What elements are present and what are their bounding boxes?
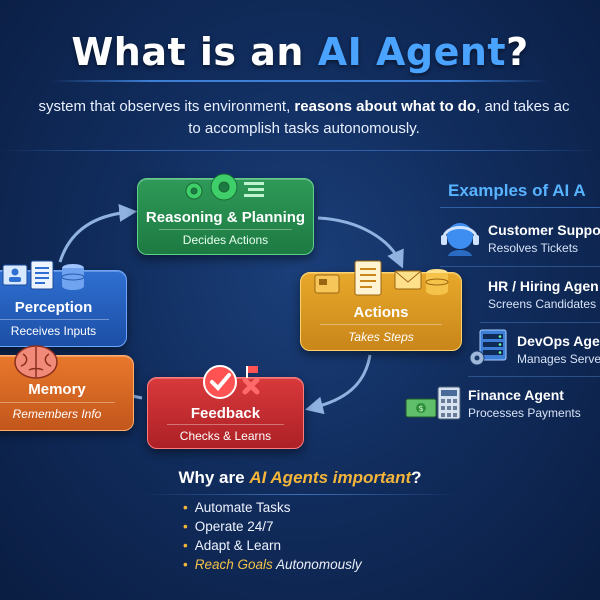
check-cross-icon [203, 365, 260, 399]
why-item-text: Automate Tasks [194, 500, 291, 515]
why-item-text: Adapt & Learn [194, 538, 282, 553]
example-desc: Screens Candidates [488, 297, 597, 311]
why-item: • Reach Goals Autonomously [183, 557, 362, 572]
arrow-perception-to-reasoning [58, 203, 138, 263]
card-separator [0, 319, 109, 320]
why-item: • Adapt & Learn [183, 538, 281, 553]
money-calculator-icon: $ [405, 386, 461, 420]
title-highlight: AI Agent [317, 30, 507, 74]
example-desc: Resolves Tickets [488, 241, 579, 255]
title-underline [50, 80, 550, 82]
server-icon [469, 329, 507, 366]
perception-card: Perception Receives Inputs [0, 260, 127, 347]
why-item-text: Operate 24/7 [194, 519, 274, 534]
perception-subtitle: Receives Inputs [10, 324, 97, 338]
card-separator [166, 424, 285, 425]
subtitle-bold: reasons about what to do [294, 98, 477, 115]
title-suffix: ? [506, 30, 529, 74]
subtitle-part-c: , and takes ac [476, 98, 570, 115]
arrow-reasoning-to-actions [317, 216, 404, 269]
example-item-hr-hiring: HR / Hiring Agen Screens Candidates [488, 278, 599, 311]
why-item-text: Autonomously [272, 557, 362, 572]
actions-subtitle: Takes Steps [348, 330, 414, 344]
why-item-highlight: Reach Goals [194, 557, 273, 572]
why-title-highlight: AI Agents important [249, 468, 412, 487]
actions-card: Actions Takes Steps [300, 260, 462, 351]
example-item-finance: Finance Agent Processes Payments [468, 387, 581, 420]
example-divider [480, 322, 600, 323]
actions-icon [314, 260, 449, 296]
why-item: • Operate 24/7 [183, 519, 274, 534]
examples-title: Examples of AI A [448, 181, 586, 200]
subtitle-part-a: system that observes its environment, [38, 98, 295, 115]
section-divider [0, 150, 600, 151]
example-item-customer-support: Customer Suppo Resolves Tickets [488, 222, 600, 255]
memory-title: Memory [28, 381, 86, 398]
card-separator [159, 229, 292, 230]
example-item-devops: DevOps Age Manages Serve [517, 333, 600, 366]
reasoning-title: Reasoning & Planning [145, 209, 306, 226]
arrow-actions-to-feedback [305, 354, 372, 415]
example-divider [468, 376, 600, 377]
memory-card: Memory Remembers Info [0, 345, 134, 431]
page-title: What is an AI Agent? [0, 30, 600, 74]
bullet-icon: • [183, 557, 188, 572]
bullet-icon: • [183, 538, 188, 553]
feedback-subtitle: Checks & Learns [179, 429, 272, 443]
reasoning-planning-card: Reasoning & Planning Decides Actions [137, 173, 314, 255]
bullet-icon: • [183, 519, 188, 534]
inputs-icon [2, 260, 85, 290]
why-title-suffix: ? [411, 468, 422, 487]
example-divider [440, 266, 600, 267]
title-text: What is an [71, 30, 318, 74]
subtitle-line-1: system that observes its environment, re… [0, 96, 600, 118]
example-name: HR / Hiring Agen [488, 278, 599, 294]
gears-icon [185, 173, 264, 201]
why-underline [140, 494, 460, 495]
headset-agent-icon [441, 223, 479, 256]
example-desc: Processes Payments [468, 406, 581, 420]
why-title-prefix: Why are [178, 468, 250, 487]
feedback-title: Feedback [190, 405, 261, 422]
subtitle: system that observes its environment, re… [0, 96, 600, 140]
bullet-icon: • [183, 500, 188, 515]
why-title: Why are AI Agents important? [0, 468, 600, 488]
example-name: DevOps Age [517, 333, 600, 349]
memory-subtitle: Remembers Info [12, 407, 102, 421]
why-item: • Automate Tasks [183, 500, 291, 515]
example-desc: Manages Serve [517, 352, 600, 366]
actions-title: Actions [353, 304, 409, 321]
reasoning-subtitle: Decides Actions [182, 233, 269, 247]
example-name: Customer Suppo [488, 222, 600, 238]
svg-text:$: $ [418, 404, 423, 413]
feedback-card: Feedback Checks & Learns [147, 365, 304, 449]
card-separator [320, 324, 442, 325]
perception-title: Perception [14, 299, 93, 316]
subtitle-line-2: to accomplish tasks autonomously. [188, 120, 420, 137]
examples-underline [440, 207, 600, 208]
brain-icon [14, 345, 58, 379]
card-separator [0, 402, 115, 403]
example-name: Finance Agent [468, 387, 564, 403]
